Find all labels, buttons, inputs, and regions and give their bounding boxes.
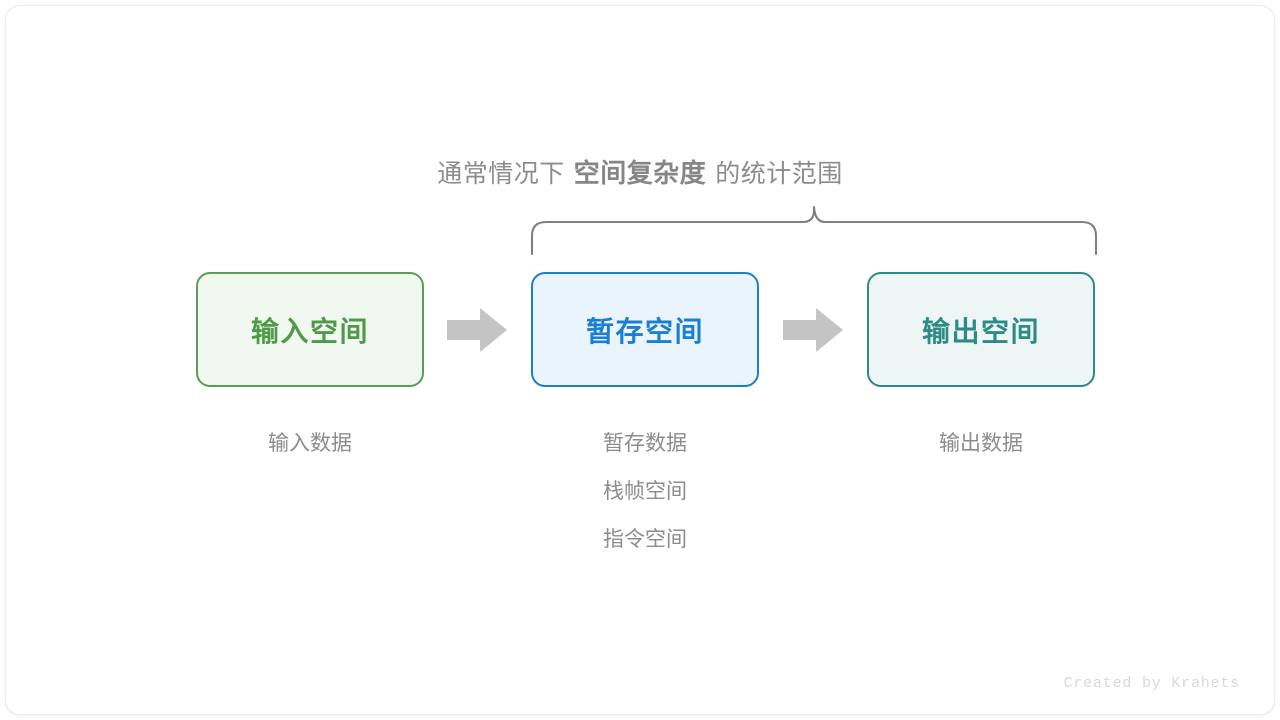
output-space-captions: 输出数据: [851, 420, 1111, 468]
diagram-card: 通常情况下空间复杂度的统计范围 输入空间 暂存空间 输出空间 输入数据 暂存数据…: [6, 6, 1274, 714]
output-space-box[interactable]: 输出空间: [867, 272, 1095, 387]
credit-text: Created by Krahets: [1063, 675, 1240, 692]
arrow-right-icon: [783, 308, 843, 352]
input-space-label: 输入空间: [250, 315, 369, 347]
diagram-heading: 通常情况下空间复杂度的统计范围: [6, 154, 1274, 193]
output-space-label: 输出空间: [921, 315, 1040, 347]
input-space-box[interactable]: 输入空间: [196, 272, 424, 387]
heading-suffix: 的统计范围: [715, 160, 843, 188]
temp-space-box[interactable]: 暂存空间: [531, 272, 759, 387]
scope-brace-icon: [530, 205, 1098, 256]
heading-emphasis: 空间复杂度: [573, 158, 707, 188]
caption-line: 指令空间: [603, 528, 687, 551]
temp-space-captions: 暂存数据 栈帧空间 指令空间: [515, 420, 775, 564]
caption-line: 输出数据: [939, 432, 1023, 455]
heading-prefix: 通常情况下: [437, 160, 565, 188]
arrow-right-icon: [447, 308, 507, 352]
temp-space-label: 暂存空间: [585, 315, 704, 347]
input-space-captions: 输入数据: [180, 420, 440, 468]
caption-line: 栈帧空间: [603, 480, 687, 503]
caption-line: 输入数据: [268, 432, 352, 455]
caption-line: 暂存数据: [603, 432, 687, 455]
